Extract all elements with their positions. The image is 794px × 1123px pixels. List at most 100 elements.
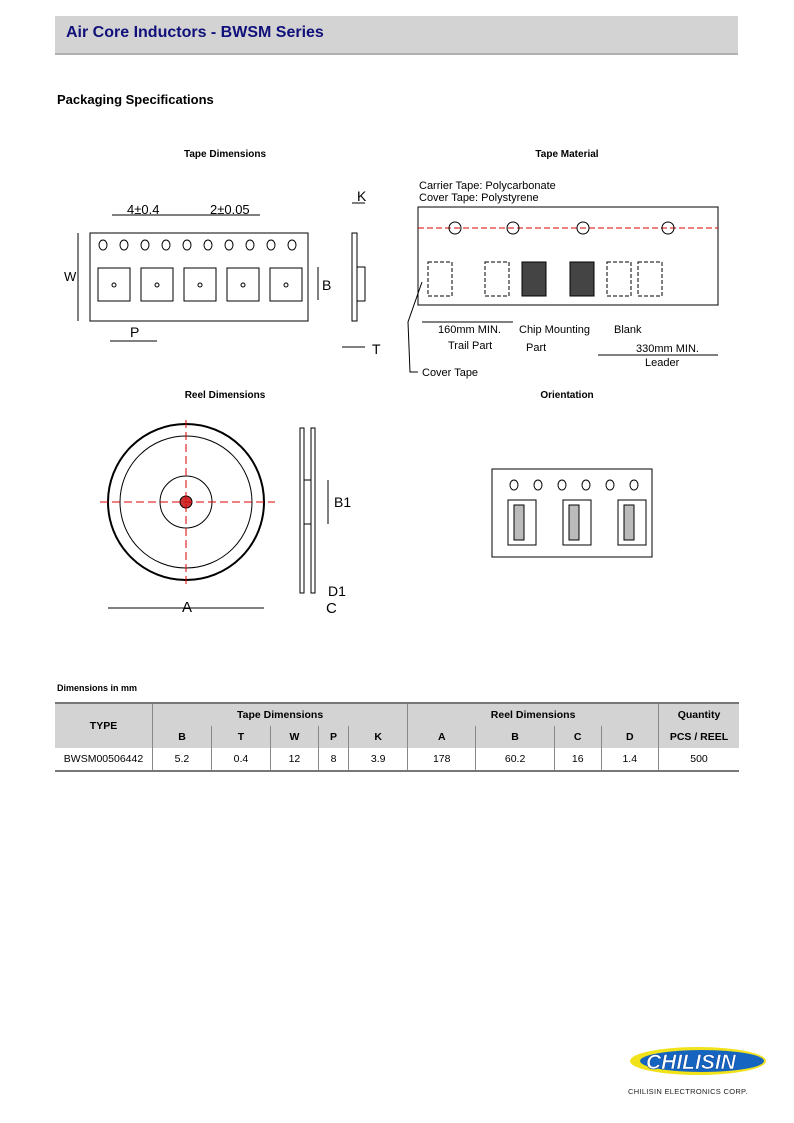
svg-text:160mm MIN.: 160mm MIN. xyxy=(438,324,501,336)
column-header: PCS / REEL xyxy=(658,726,739,748)
pocket xyxy=(484,261,510,297)
table-cell: 500 xyxy=(658,748,739,772)
pocket xyxy=(97,267,131,302)
svg-text:Cover Tape: Polystyrene: Cover Tape: Polystyrene xyxy=(419,192,539,204)
type-cell: BWSM00506442 xyxy=(55,748,153,772)
svg-text:K: K xyxy=(357,188,367,204)
pocket xyxy=(269,267,303,302)
orientation-drawing xyxy=(491,468,653,558)
column-header: P xyxy=(317,726,349,748)
svg-text:Chip Mounting: Chip Mounting xyxy=(519,324,590,336)
sprocket-hole xyxy=(448,221,462,235)
svg-text:D1: D1 xyxy=(328,583,346,599)
svg-text:CHILISIN: CHILISIN xyxy=(646,1051,737,1074)
pocket-center xyxy=(283,282,289,288)
svg-text:330mm MIN.: 330mm MIN. xyxy=(636,343,699,355)
svg-text:4±0.4: 4±0.4 xyxy=(127,202,159,217)
svg-text:Blank: Blank xyxy=(614,324,642,336)
svg-text:2±0.05: 2±0.05 xyxy=(210,202,250,217)
table-cell: 5.2 xyxy=(152,748,212,772)
pocket xyxy=(427,261,453,297)
table-caption: Dimensions in mm xyxy=(57,683,138,693)
sprocket-hole xyxy=(506,221,520,235)
section-title: Packaging Specifications xyxy=(57,92,214,107)
component xyxy=(568,504,580,541)
pocket-center xyxy=(111,282,117,288)
orientation-caption: Orientation xyxy=(540,390,594,401)
table-cell: 12 xyxy=(269,748,319,772)
pocket xyxy=(521,261,547,297)
table-cell: 178 xyxy=(407,748,476,772)
pocket-center xyxy=(197,282,203,288)
pocket xyxy=(183,267,217,302)
svg-text:Cover Tape: Cover Tape xyxy=(422,367,478,379)
chilisin-logo-mark: CHILISIN xyxy=(630,1047,766,1075)
sprocket-hole xyxy=(119,239,129,251)
sprocket-hole xyxy=(98,239,108,251)
pocket xyxy=(637,261,663,297)
svg-text:B1: B1 xyxy=(334,494,351,510)
svg-text:W: W xyxy=(64,269,77,284)
svg-text:T: T xyxy=(372,341,381,357)
column-header: T xyxy=(210,726,271,748)
svg-text:P: P xyxy=(130,324,139,340)
sprocket-hole xyxy=(287,239,297,251)
table-cell: 3.9 xyxy=(348,748,408,772)
sprocket-hole xyxy=(661,221,675,235)
tape-dimensions-caption: Tape Dimensions xyxy=(183,149,267,160)
column-header: D xyxy=(600,726,659,748)
column-header: K xyxy=(348,726,408,748)
pocket xyxy=(140,267,174,302)
reel-dimensions-header: Reel Dimensions xyxy=(407,702,659,726)
tape-material-drawing: Carrier Tape: Polycarbonate Cover Tape: … xyxy=(407,180,719,379)
tape-dimensions-drawing: W 4±0.4 2±0.05 P B K T xyxy=(64,188,381,357)
pocket xyxy=(617,499,647,546)
column-header: W xyxy=(269,726,319,748)
svg-text:Trail Part: Trail Part xyxy=(448,340,492,352)
sprocket-hole xyxy=(266,239,276,251)
component xyxy=(623,504,635,541)
dimensions-table: TYPE Tape Dimensions Reel Dimensions Qua… xyxy=(55,702,739,772)
reel-dimensions-drawing: A B1 D1 C xyxy=(100,420,351,617)
column-header: C xyxy=(553,726,602,748)
table-cell: 8 xyxy=(317,748,349,772)
sprocket-hole xyxy=(576,221,590,235)
pocket xyxy=(562,499,592,546)
chilisin-logo: CHILISIN CHILISIN ELECTRONICS CORP. xyxy=(628,1044,768,1096)
table-cell: 16 xyxy=(553,748,602,772)
reel-dimensions-caption: Reel Dimensions xyxy=(184,390,266,401)
header-bar: Air Core Inductors - BWSM Series xyxy=(55,16,738,55)
sprocket-hole xyxy=(140,239,150,251)
svg-text:Part: Part xyxy=(526,342,546,354)
column-header: B xyxy=(152,726,212,748)
column-header: A xyxy=(407,726,476,748)
svg-text:A: A xyxy=(182,599,192,616)
pocket xyxy=(569,261,595,297)
type-header: TYPE xyxy=(55,702,153,748)
svg-text:Leader: Leader xyxy=(645,357,680,369)
table-cell: 0.4 xyxy=(210,748,271,772)
company-name: CHILISIN ELECTRONICS CORP. xyxy=(628,1087,748,1096)
quantity-header: Quantity xyxy=(658,702,739,726)
pocket xyxy=(606,261,632,297)
sprocket-hole xyxy=(224,239,234,251)
component xyxy=(513,504,525,541)
pocket xyxy=(226,267,260,302)
pocket-center xyxy=(240,282,246,288)
sprocket-hole xyxy=(161,239,171,251)
svg-text:B: B xyxy=(322,277,331,293)
pocket xyxy=(507,499,537,546)
tape-dimensions-header: Tape Dimensions xyxy=(151,702,408,726)
svg-text:Carrier Tape: Polycarbonate: Carrier Tape: Polycarbonate xyxy=(419,180,556,192)
page-title: Air Core Inductors - BWSM Series xyxy=(66,24,324,41)
svg-text:C: C xyxy=(326,600,337,617)
table-cell: 60.2 xyxy=(475,748,555,772)
sprocket-hole xyxy=(203,239,213,251)
table-cell: 1.4 xyxy=(600,748,659,772)
column-header: B xyxy=(475,726,555,748)
sprocket-hole xyxy=(245,239,255,251)
tape-material-caption: Tape Material xyxy=(535,149,599,160)
sprocket-hole xyxy=(182,239,192,251)
